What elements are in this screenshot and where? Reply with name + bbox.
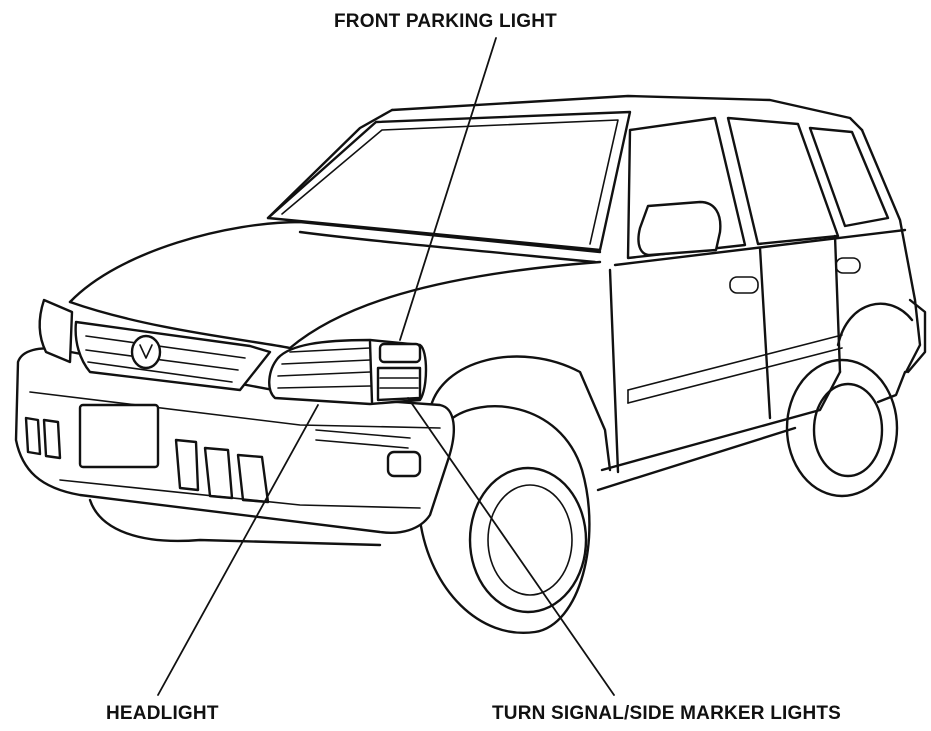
rear-wheel	[785, 358, 899, 498]
headlight-assembly	[268, 338, 428, 406]
vehicle-body	[266, 94, 927, 492]
windows	[266, 110, 890, 260]
hood	[68, 220, 612, 472]
front-fascia	[14, 347, 455, 547]
turn-signal-side-marker-label: TURN SIGNAL/SIDE MARKER LIGHTS	[492, 703, 842, 724]
leader-lines	[157, 37, 615, 696]
front-parking-light-label: FRONT PARKING LIGHT	[334, 11, 557, 32]
leader-headlight	[157, 404, 319, 696]
leader-turn-signal	[407, 397, 615, 696]
leader-front-parking	[399, 37, 497, 341]
headlight-label: HEADLIGHT	[106, 703, 219, 724]
left-headlight	[38, 298, 74, 364]
grille	[74, 320, 272, 392]
